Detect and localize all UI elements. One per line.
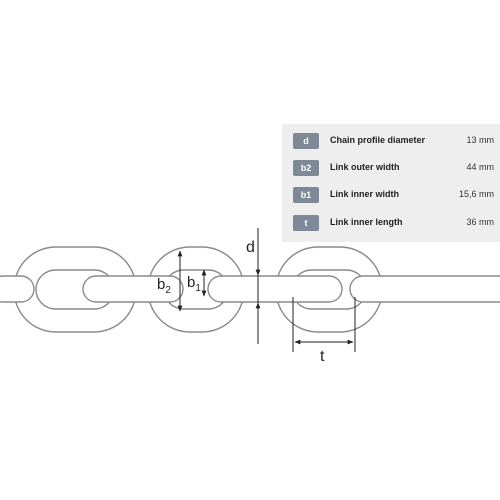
chain-bar-right-edge (349, 275, 500, 303)
label-d: d (246, 239, 255, 256)
spec-value: 44 mm (466, 162, 494, 172)
label-b1: b1 (187, 274, 201, 294)
spec-value: 15,6 mm (458, 189, 494, 199)
label-t: t (320, 348, 325, 365)
spec-panel: d Chain profile diameter 13 mm b2 Link o… (282, 124, 500, 242)
chain-bar-1 (82, 275, 184, 303)
spec-symbol-badge: b2 (293, 160, 319, 176)
spec-label: Chain profile diameter (330, 135, 426, 145)
spec-row-b1: b1 Link inner width 15,6 mm (282, 184, 500, 206)
spec-label: Link inner width (330, 189, 399, 199)
spec-label: Link outer width (330, 162, 400, 172)
spec-row-b2: b2 Link outer width 44 mm (282, 157, 500, 179)
chain-bar-left-edge (0, 275, 35, 303)
label-b2: b2 (157, 276, 171, 296)
spec-row-t: t Link inner length 36 mm (282, 212, 500, 234)
spec-symbol-badge: d (293, 133, 319, 149)
spec-value: 36 mm (466, 217, 494, 227)
spec-row-d: d Chain profile diameter 13 mm (282, 130, 500, 152)
spec-symbol-badge: t (293, 215, 319, 231)
spec-label: Link inner length (330, 217, 403, 227)
dimension-t (292, 297, 356, 352)
spec-value: 13 mm (466, 135, 494, 145)
spec-symbol-badge: b1 (293, 187, 319, 203)
chain-bar-2 (207, 275, 343, 303)
